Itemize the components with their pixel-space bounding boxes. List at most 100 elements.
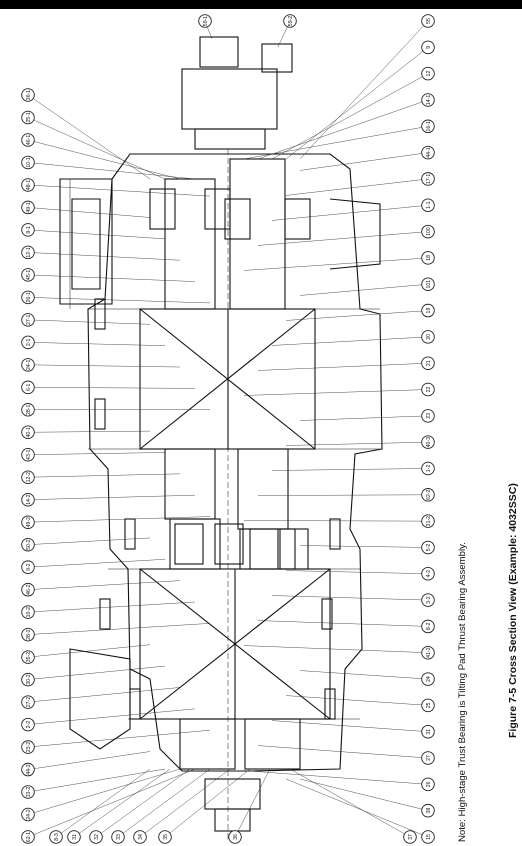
leader-line <box>27 768 181 815</box>
leader-line <box>117 768 211 838</box>
leader-line <box>299 778 429 811</box>
callout-label: 49-2 <box>26 517 32 527</box>
callout-label: 27-1 <box>26 315 32 325</box>
leader-line <box>27 252 181 261</box>
callout-label: 59-1 <box>203 16 209 26</box>
leader-line <box>234 768 271 838</box>
callout-label: 41-2 <box>426 647 432 657</box>
callout-label: 38 <box>426 808 432 814</box>
leader-line <box>27 665 166 680</box>
leader-line <box>243 126 429 160</box>
callout-label: 23 <box>426 413 432 419</box>
callout-label: 30-2 <box>26 674 32 684</box>
leader-line <box>27 768 166 793</box>
callout-right-31: 15 <box>421 830 435 844</box>
callout-left-33: 62-1 <box>21 830 35 844</box>
callout-left-14: 28-1 <box>21 403 35 417</box>
leader-line <box>27 708 196 725</box>
callout-label: 22 <box>426 387 432 393</box>
callout-label: 15 <box>426 834 432 840</box>
leader-line <box>257 99 429 160</box>
leader-line <box>243 520 429 522</box>
callout-label: 14-2 <box>26 494 32 504</box>
callout-label: 40-3 <box>426 437 432 447</box>
callout-left-31: 33-2 <box>21 785 35 799</box>
leader-line <box>27 751 151 770</box>
callout-left-22: 46-2 <box>21 582 35 597</box>
callout-label: 44-1 <box>426 147 432 157</box>
callout-label: 10-2 <box>26 607 32 617</box>
leader-line <box>271 720 429 732</box>
leader-line <box>257 362 429 371</box>
leader-line <box>257 231 429 246</box>
callout-left-20: 50-2 <box>21 537 35 552</box>
callout-left-11: 2-1 <box>21 335 35 350</box>
callout-label: 3-2 <box>426 596 432 604</box>
leader-line <box>285 570 429 574</box>
leader-line <box>95 768 191 838</box>
callout-label: 2-2 <box>26 721 32 729</box>
callout-label: 21 <box>426 360 432 366</box>
leader-line <box>164 768 251 838</box>
leader-line <box>27 559 166 568</box>
callout-label: 1-1 <box>426 201 432 209</box>
callout-label: 26 <box>426 781 432 787</box>
callout-right-25: 24 <box>421 672 435 686</box>
callout-bottom-7: 37 <box>403 830 417 844</box>
callout-right-19: 31-2 <box>421 514 435 528</box>
leader-line <box>27 644 151 658</box>
callout-bottom-0: 8-3 <box>49 830 63 844</box>
callout-right-21: 4-2 <box>421 567 435 581</box>
callout-left-8: 45-1 <box>21 268 35 282</box>
callout-label: 45-1 <box>26 270 32 280</box>
leader-line <box>271 336 429 346</box>
callout-left-28: 2-2 <box>21 717 35 732</box>
leader-line <box>27 387 196 389</box>
leader-line <box>27 207 151 218</box>
leader-line <box>257 745 429 759</box>
leader-line <box>271 468 429 471</box>
callout-bottom-2: 32 <box>89 830 103 844</box>
callout-left-0: 36-1 <box>21 88 35 102</box>
callout-left-19: 49-2 <box>21 515 35 529</box>
callout-left-32: 24-2 <box>21 807 35 822</box>
callout-label: 46-1 <box>26 135 32 145</box>
leader-line <box>27 473 181 478</box>
callout-right-16: 40-3 <box>421 435 435 449</box>
callout-label: 50-2 <box>26 539 32 549</box>
top-header-bar <box>0 0 522 9</box>
callout-label: 12 <box>426 71 432 77</box>
callout-label: 6-1 <box>26 383 32 391</box>
callout-right-28: 27 <box>421 751 435 765</box>
leader-line <box>27 229 166 240</box>
callout-left-3: 10-1 <box>21 155 35 170</box>
leader-line <box>27 452 166 455</box>
figure-caption: Figure 7-5 Cross Section View (Example: … <box>507 483 519 738</box>
callout-left-2: 46-1 <box>21 133 35 147</box>
callout-bottom-3: 33 <box>111 830 125 844</box>
callout-label: 18 <box>426 255 432 261</box>
callout-label: 62-1 <box>26 832 32 842</box>
leader-line <box>285 178 429 196</box>
callout-label: 28-1 <box>26 404 32 414</box>
callout-bottom-1: 31 <box>67 830 81 844</box>
callout-right-14: 22 <box>421 382 435 397</box>
callout-right-26: 25 <box>421 698 435 713</box>
callout-right-30: 38 <box>421 803 435 818</box>
callout-right-23: 8-2 <box>421 619 435 634</box>
callout-right-7: 1-1 <box>421 198 435 213</box>
callout-label: 10-1 <box>26 157 32 167</box>
callout-right-9: 18 <box>421 251 435 265</box>
callout-right-2: 12 <box>421 66 435 81</box>
callout-left-29: 23-2 <box>21 740 35 754</box>
callout-right-1: 9 <box>421 40 435 55</box>
leader-line <box>27 139 181 180</box>
callout-label: 36 <box>233 834 239 840</box>
callout-label: 27-2 <box>26 697 32 707</box>
callout-label: 2-1 <box>26 338 32 346</box>
leader-line <box>139 768 231 838</box>
callout-right-12: 20 <box>421 330 435 344</box>
callout-left-12: 24-1 <box>21 358 35 372</box>
leader-line <box>299 415 429 421</box>
callout-right-4: 16-1 <box>421 119 435 134</box>
